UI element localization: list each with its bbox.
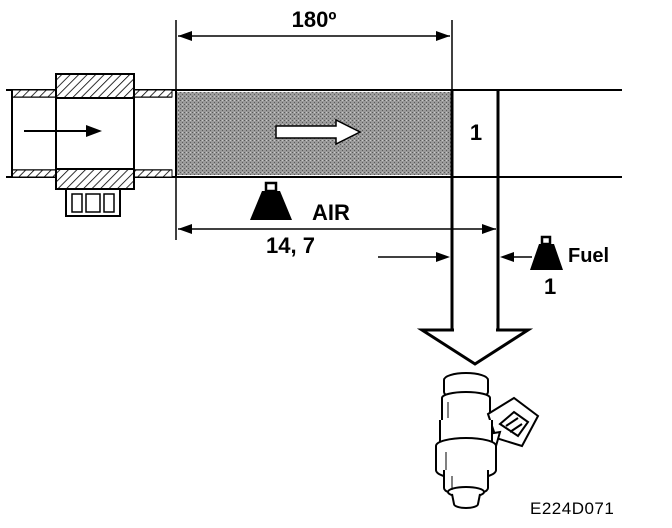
air-flow-arrow <box>275 118 362 146</box>
weight-icon <box>530 235 563 270</box>
air-label: AIR <box>312 200 350 225</box>
chamber-channel <box>416 90 534 366</box>
fuel-ratio-arrow <box>500 252 532 262</box>
weight-icon <box>250 181 292 220</box>
figure-code: E224D071 <box>530 499 614 518</box>
air-ratio-arrow <box>378 252 450 262</box>
fuel-label: Fuel <box>568 245 609 267</box>
fuel-injector-icon <box>435 372 540 509</box>
angle-label: 180º <box>292 7 337 32</box>
fuel-ratio-label: 1 <box>544 274 556 299</box>
air-dimension <box>175 177 496 240</box>
chamber-number-label: 1 <box>470 120 482 145</box>
air-ratio-label: 14, 7 <box>266 233 315 258</box>
intake-flow-arrow <box>24 125 102 137</box>
angle-dimension <box>175 20 453 90</box>
air-charge-section <box>175 90 452 177</box>
air-mass-sensor-icon <box>55 73 135 217</box>
